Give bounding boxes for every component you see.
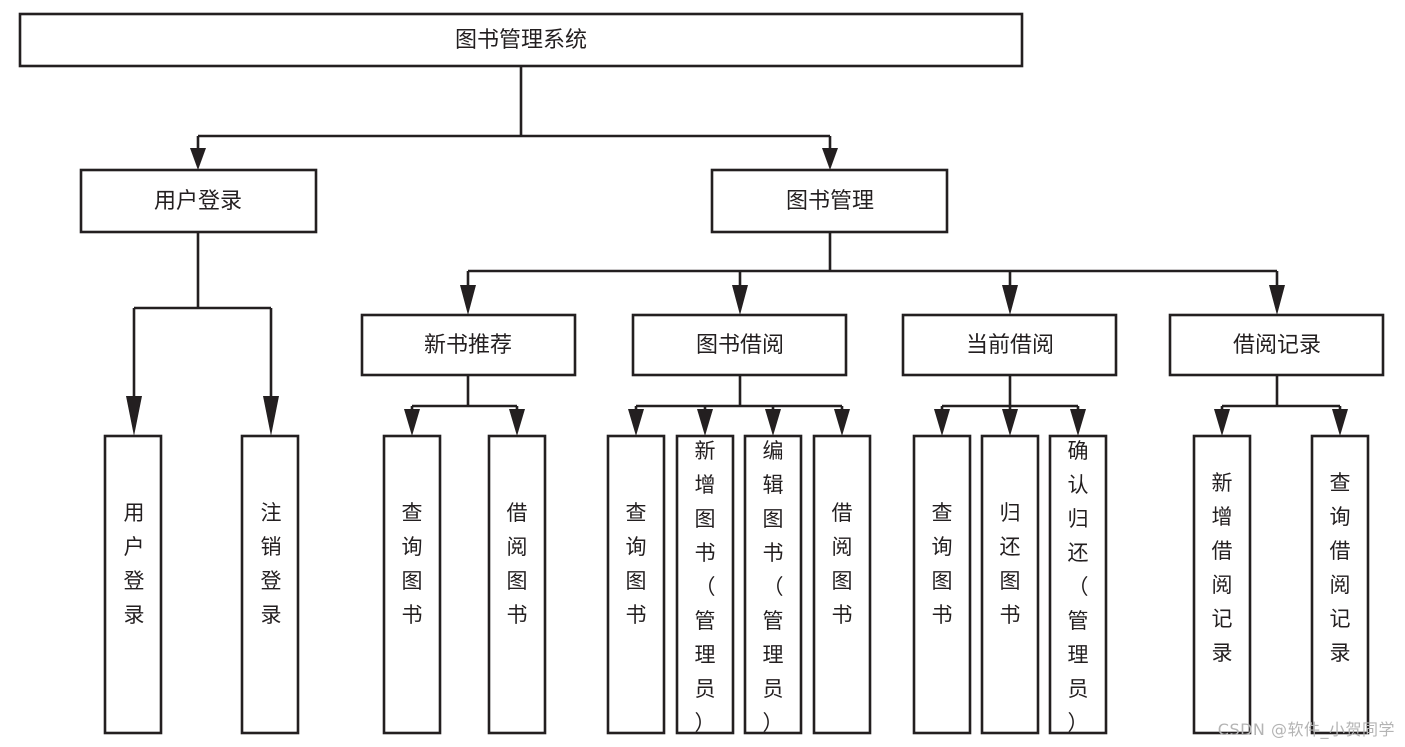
node-leaf-13-box[interactable] [1310,434,1370,735]
node-leaf-11-box[interactable] [1048,434,1108,735]
node-leaf-3-box[interactable] [382,434,442,735]
arrow-head-current [1002,285,1018,315]
node-leaf-7-box[interactable] [743,434,803,735]
arrow-head-leaf-12 [1214,409,1230,436]
arrow-head-leaf-7 [765,409,781,436]
arrow-head-leaf-6 [697,409,713,436]
arrow-head-leaf-9 [934,409,950,436]
node-leaf-6-label: 新增图书（管理员） [695,439,716,735]
node-leaf-3-label: 查询图书 [402,501,423,627]
node-leaf-4[interactable]: 借阅图书 [487,434,547,735]
arrow-head-leaf-11 [1070,409,1086,436]
node-current-box[interactable] [901,313,1118,377]
arrow-head-leaf-1 [126,396,142,436]
node-leaf-9-label: 查询图书 [932,501,953,627]
arrow-head-leaf-5 [628,409,644,436]
node-leaf-4-label: 借阅图书 [507,501,528,627]
node-newbook-box[interactable] [360,313,577,377]
node-borrow-label: 图书借阅 [696,333,784,358]
connector-layer [126,66,1348,436]
node-leaf-3[interactable]: 查询图书 [382,434,442,735]
arrow-head-login [190,148,206,170]
node-root[interactable]: 图书管理系统 [18,12,1024,68]
node-leaf-8[interactable]: 借阅图书 [812,434,872,735]
node-borrow-box[interactable] [631,313,848,377]
node-root-box[interactable] [18,12,1024,68]
node-leaf-13[interactable]: 查询借阅记录 [1310,434,1370,735]
node-leaf-6-box[interactable] [675,434,735,735]
arrow-head-leaf-10 [1002,409,1018,436]
arrow-head-leaf-4 [509,409,525,436]
node-leaf-10[interactable]: 归还图书 [980,434,1040,735]
arrow-head-record [1269,285,1285,315]
node-current-label: 当前借阅 [966,333,1054,358]
arrow-head-leaf-2 [263,396,279,436]
arrow-head-leaf-8 [834,409,850,436]
node-leaf-1[interactable]: 用户登录 [103,434,163,735]
node-leaf-9-box[interactable] [912,434,972,735]
node-record-box[interactable] [1168,313,1385,377]
node-current[interactable]: 当前借阅 [901,313,1118,377]
node-leaf-8-box[interactable] [812,434,872,735]
node-newbook-label: 新书推荐 [424,333,512,358]
node-login[interactable]: 用户登录 [79,168,318,234]
node-leaf-1-box[interactable] [103,434,163,735]
node-bookmgmt-box[interactable] [710,168,949,234]
node-bookmgmt-label: 图书管理 [786,189,874,214]
node-leaf-7-label: 编辑图书（管理员） [763,439,784,735]
node-leaf-6[interactable]: 新增图书（管理员） [675,434,735,735]
node-bookmgmt[interactable]: 图书管理 [710,168,949,234]
node-borrow[interactable]: 图书借阅 [631,313,848,377]
arrow-head-newbook [460,285,476,315]
node-login-label: 用户登录 [154,189,242,214]
node-leaf-2[interactable]: 注销登录 [240,434,300,735]
node-leaf-9[interactable]: 查询图书 [912,434,972,735]
node-leaf-13-label: 查询借阅记录 [1330,471,1351,665]
node-leaf-1-label: 用户登录 [124,501,145,627]
arrow-head-leaf-3 [404,409,420,436]
node-leaf-2-box[interactable] [240,434,300,735]
node-record[interactable]: 借阅记录 [1168,313,1385,377]
node-leaf-12-box[interactable] [1192,434,1252,735]
node-leaf-5[interactable]: 查询图书 [606,434,666,735]
node-leaf-12[interactable]: 新增借阅记录 [1192,434,1252,735]
arrow-head-leaf-13 [1332,409,1348,436]
node-leaf-7[interactable]: 编辑图书（管理员） [743,434,803,735]
node-leaf-2-label: 注销登录 [261,501,282,627]
node-leaf-5-label: 查询图书 [626,501,647,627]
node-leaf-11-label: 确认归还（管理员） [1068,439,1089,735]
node-leaf-4-box[interactable] [487,434,547,735]
node-record-label: 借阅记录 [1233,333,1321,358]
node-leaf-10-label: 归还图书 [1000,501,1021,627]
leaf-node-layer: 用户登录 注销登录 查询图书 借阅图书 查询图书 新增图书（管理员） [103,434,1370,735]
node-login-box[interactable] [79,168,318,234]
arrow-head-bookmgmt [822,148,838,170]
node-root-label: 图书管理系统 [455,28,587,53]
node-leaf-12-label: 新增借阅记录 [1212,471,1233,665]
node-leaf-11[interactable]: 确认归还（管理员） [1048,434,1108,735]
arrow-head-borrow [732,285,748,315]
node-leaf-8-label: 借阅图书 [832,501,853,627]
node-newbook[interactable]: 新书推荐 [360,313,577,377]
node-leaf-10-box[interactable] [980,434,1040,735]
node-leaf-5-box[interactable] [606,434,666,735]
